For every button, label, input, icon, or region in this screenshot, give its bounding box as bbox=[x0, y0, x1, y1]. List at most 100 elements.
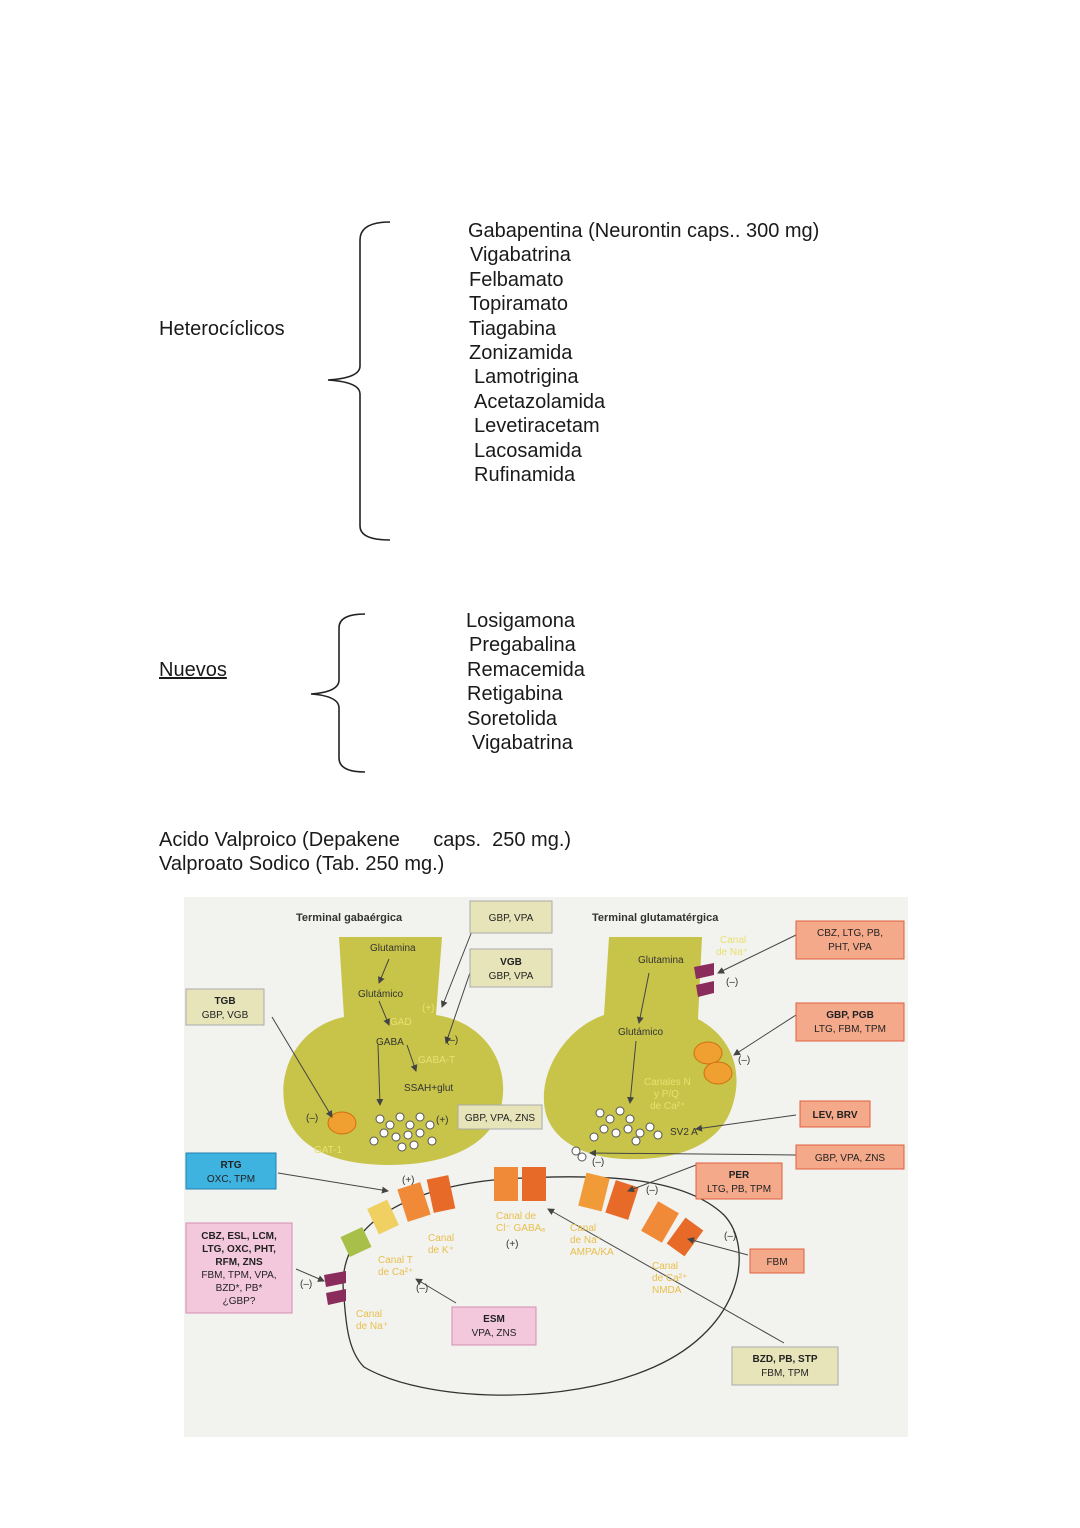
list-item: Lamotrigina bbox=[474, 366, 579, 389]
heterociclicos-brace bbox=[327, 221, 391, 541]
list-item: Vigabatrina bbox=[472, 732, 573, 755]
box-rtg bbox=[185, 1152, 277, 1190]
box-fbm bbox=[749, 1248, 805, 1274]
gaba-t-enzyme: GABA-T bbox=[418, 1055, 455, 1066]
antiepileptic-mechanism-figure: Terminal gabaérgica Terminal glutamatérg… bbox=[184, 897, 908, 1437]
ca-n-pq-label-2: y P/Q bbox=[654, 1089, 679, 1100]
na-channel-postsynaptic bbox=[324, 1271, 346, 1305]
released-vesicle bbox=[577, 1152, 587, 1162]
valproic-acid-line: Acido Valproico (Depakene caps. 250 mg.) bbox=[159, 829, 572, 851]
sign-plus: (+) bbox=[436, 1115, 449, 1126]
ca-channel-top bbox=[693, 1041, 723, 1065]
ca-n-pq-label-1: Canales N bbox=[644, 1077, 691, 1088]
list-item: Soretolida bbox=[467, 707, 558, 730]
box-pink-line1: CBZ, ESL, LCM, bbox=[201, 1231, 277, 1242]
canal-cl-1: Canal de bbox=[496, 1211, 536, 1222]
canal-ampa-3: AMPA/KA bbox=[570, 1247, 614, 1258]
list-item: Vigabatrina bbox=[470, 244, 571, 267]
nmda-channel-2 bbox=[666, 1217, 704, 1257]
box-esm-text: VPA, ZNS bbox=[472, 1328, 517, 1339]
glut-glutamine: Glutamina bbox=[638, 955, 684, 966]
box-gbp-vpa bbox=[469, 900, 553, 934]
box-gbp-pgb bbox=[795, 1002, 905, 1042]
canal-na-post-2: de Na⁺ bbox=[356, 1321, 388, 1332]
glutamatergic-terminal bbox=[543, 937, 737, 1160]
box-gbp-vpa-text: GBP, VPA bbox=[489, 913, 534, 924]
canal-nmda-2: de Ca²⁺ bbox=[652, 1273, 687, 1284]
sign-minus: (–) bbox=[592, 1157, 604, 1168]
box-rtg-title: RTG bbox=[220, 1160, 241, 1171]
ssah-label: SSAH+glut bbox=[404, 1083, 453, 1094]
box-cbz bbox=[795, 920, 905, 960]
canal-nmda-3: NMDA bbox=[652, 1285, 682, 1296]
canal-nmda-1: Canal bbox=[652, 1261, 678, 1272]
gat1-transporter bbox=[327, 1111, 357, 1135]
box-tgb-title: TGB bbox=[214, 996, 235, 1007]
box-gbp-pgb-text: LTG, FBM, TPM bbox=[814, 1024, 886, 1035]
box-gbp-pgb-title: GBP, PGB bbox=[826, 1010, 874, 1021]
sign-minus: (–) bbox=[416, 1283, 428, 1294]
canal-na-pre-1: Canal bbox=[720, 935, 746, 946]
gat1-label: GAT-1 bbox=[314, 1145, 343, 1156]
box-esm bbox=[451, 1306, 537, 1346]
list-item: Remacemida bbox=[467, 658, 585, 681]
box-vgb-title: VGB bbox=[500, 957, 522, 968]
sign-minus: (–) bbox=[300, 1279, 312, 1290]
box-tgb-text: GBP, VGB bbox=[202, 1010, 249, 1021]
ca-n-pq-label-3: de Ca²⁺ bbox=[650, 1101, 685, 1112]
sv2a-label: SV2 A bbox=[670, 1127, 698, 1138]
list-item: Topiramato bbox=[469, 293, 568, 316]
sign-minus: (–) bbox=[726, 977, 738, 988]
nuevos-brace bbox=[310, 613, 366, 773]
ca-t-channel-part1 bbox=[340, 1226, 372, 1258]
box-per-text: LTG, PB, TPM bbox=[707, 1184, 771, 1195]
box-gbp-vpa-zns-text: GBP, VPA, ZNS bbox=[465, 1113, 536, 1124]
gaba-glutamine: Glutamina bbox=[370, 943, 416, 954]
box-lev-text: LEV, BRV bbox=[812, 1110, 857, 1121]
box-vgb-text: GBP, VPA bbox=[489, 971, 534, 982]
box-bzd-text: FBM, TPM bbox=[761, 1368, 809, 1379]
canal-k-2: de K⁺ bbox=[428, 1245, 454, 1256]
canal-cl-2: Cl⁻ GABAₐ bbox=[496, 1223, 545, 1234]
list-item: Felbamato bbox=[469, 268, 564, 291]
box-bzd-title: BZD, PB, STP bbox=[752, 1354, 817, 1365]
box-pink-line2: LTG, OXC, PHT, bbox=[202, 1244, 276, 1255]
box-pink bbox=[185, 1222, 293, 1314]
canal-ampa-1: Canal bbox=[570, 1223, 596, 1234]
sign-plus: (+) bbox=[422, 1003, 435, 1014]
box-rtg-text: OXC, TPM bbox=[207, 1174, 255, 1185]
canal-t-1: Canal T bbox=[378, 1255, 413, 1266]
canal-k-1: Canal bbox=[428, 1233, 454, 1244]
box-fbm-text: FBM bbox=[766, 1257, 787, 1268]
sign-plus: (+) bbox=[506, 1239, 519, 1250]
box-cbz-text2: PHT, VPA bbox=[828, 942, 872, 953]
list-item: Losigamona bbox=[466, 610, 575, 632]
sign-minus: (–) bbox=[738, 1055, 750, 1066]
box-gbp-vpa-zns-right-text: GBP, VPA, ZNS bbox=[815, 1153, 886, 1164]
sign-minus: (–) bbox=[306, 1113, 318, 1124]
glutamate-vesicles bbox=[589, 1106, 663, 1146]
canal-ampa-2: de Na⁺ bbox=[570, 1235, 602, 1246]
canal-t-2: de Ca²⁺ bbox=[378, 1267, 413, 1278]
gaba-a-channel-1 bbox=[494, 1167, 518, 1201]
released-vesicle bbox=[571, 1146, 581, 1156]
terminal-gaba-title: Terminal gabaérgica bbox=[296, 912, 403, 924]
ca-channel-bottom bbox=[703, 1061, 733, 1085]
list-item: Zonizamida bbox=[469, 342, 573, 365]
sodium-valproate-line: Valproato Sodico (Tab. 250 mg.) bbox=[159, 853, 445, 875]
gaba-a-channel-2 bbox=[522, 1167, 546, 1201]
list-item: Pregabalina bbox=[469, 634, 576, 657]
nuevos-label: Nuevos bbox=[159, 659, 227, 681]
box-gbp-vpa-zns bbox=[457, 1104, 543, 1130]
glut-glutamic: Glutámico bbox=[618, 1027, 663, 1038]
heterociclicos-label: Heterocíclicos bbox=[159, 318, 285, 340]
list-item: Acetazolamida bbox=[474, 390, 606, 413]
terminal-glut-title: Terminal glutamatérgica bbox=[592, 912, 719, 924]
box-lev bbox=[799, 1100, 871, 1128]
k-channel-2 bbox=[426, 1175, 456, 1213]
ca-t-channel-part2 bbox=[367, 1199, 399, 1235]
list-item: Lacosamida bbox=[474, 439, 582, 462]
nuevos-list: Losigamona Pregabalina Remacemida Retiga… bbox=[466, 609, 585, 755]
box-per bbox=[695, 1162, 783, 1200]
gabaergic-terminal bbox=[283, 937, 504, 1165]
